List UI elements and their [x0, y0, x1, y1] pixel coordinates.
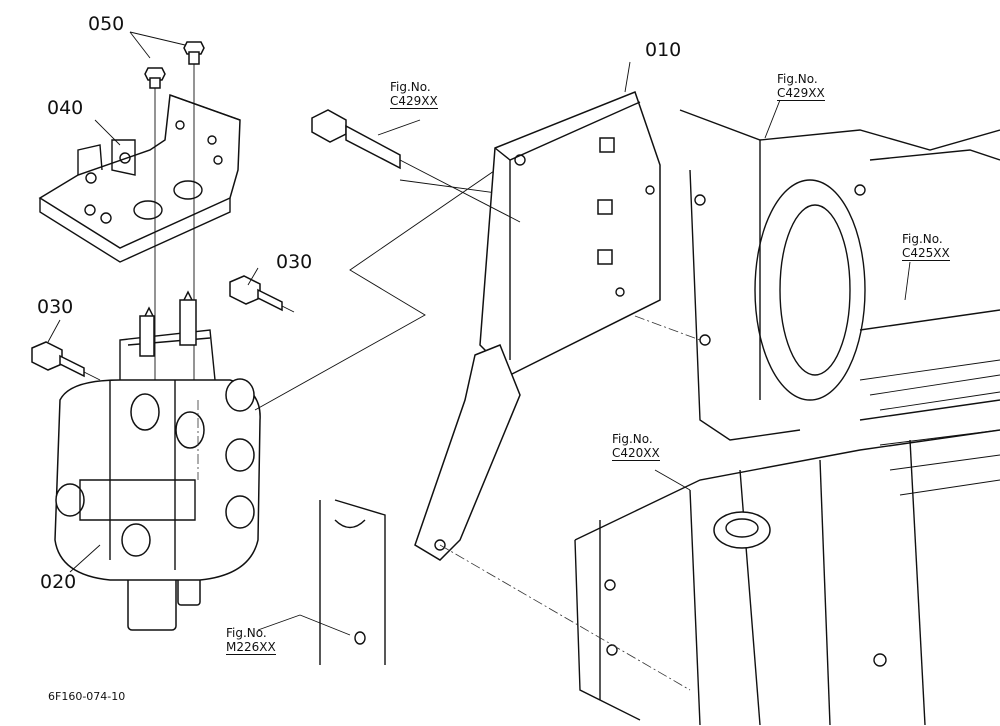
callout-010: 010	[645, 39, 682, 61]
fig-ref-code: C420XX	[612, 446, 660, 461]
part-040-bracket	[38, 93, 241, 263]
fig-ref-label: Fig.No.	[612, 432, 653, 446]
fig-ref-code: C429XX	[777, 86, 825, 101]
fig-ref-housing-right: Fig.No. C425XX	[902, 232, 950, 261]
fig-ref-housing-lower: Fig.No. C420XX	[612, 432, 660, 461]
fig-ref-label: Fig.No.	[902, 232, 943, 246]
fig-ref-code: C425XX	[902, 246, 950, 261]
callout-020: 020	[40, 571, 77, 593]
fig-ref-frame: Fig.No. M226XX	[226, 626, 276, 655]
transmission-housing	[574, 109, 1000, 726]
callout-030-right: 030	[276, 251, 313, 273]
callout-040: 040	[47, 97, 84, 119]
part-010-plate	[414, 91, 661, 561]
fig-ref-label: Fig.No.	[226, 626, 267, 640]
part-030-bolts	[31, 275, 295, 381]
part-050-bolts	[144, 41, 205, 100]
callout-050: 050	[88, 13, 125, 35]
fig-ref-label: Fig.No.	[390, 80, 431, 94]
part-020-control-valve	[54, 290, 261, 631]
callout-030-left: 030	[37, 296, 74, 318]
fig-ref-code: M226XX	[226, 640, 276, 655]
long-bolt	[311, 109, 521, 223]
fig-ref-label: Fig.No.	[777, 72, 818, 86]
fig-ref-code: C429XX	[390, 94, 438, 109]
fig-ref-bolt: Fig.No. C429XX	[390, 80, 438, 109]
fig-ref-housing-top: Fig.No. C429XX	[777, 72, 825, 101]
drawing-id: 6F160-074-10	[48, 690, 126, 703]
frame-piece	[319, 499, 386, 665]
